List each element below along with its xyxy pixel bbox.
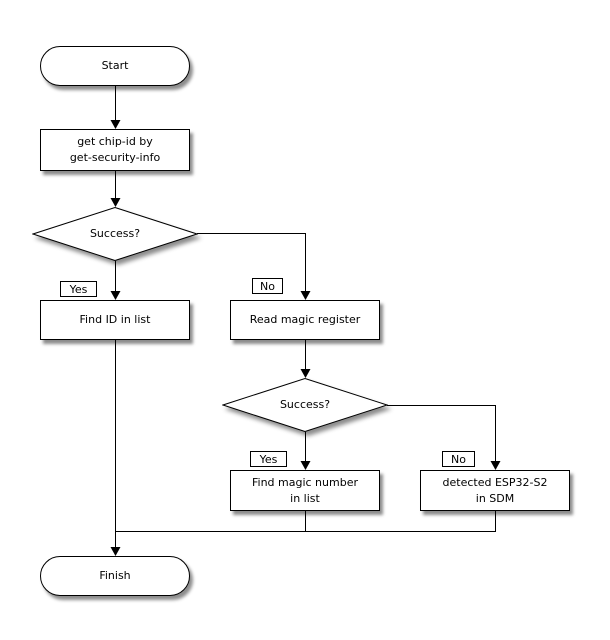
arrowhead-down-icon — [110, 547, 121, 556]
node-start-label: Start — [101, 59, 129, 72]
edge-label-yes-2-text: Yes — [259, 452, 278, 466]
arrowhead-down-icon — [300, 461, 311, 470]
arrowhead-down-icon — [110, 198, 121, 207]
arrowhead-down-icon — [300, 291, 311, 300]
node-find-id: Find ID in list — [40, 300, 190, 340]
node-decision-security: Success? — [32, 207, 198, 261]
node-get-chip-id-line1: get chip-id by — [77, 135, 153, 148]
edge-label-no-2: No — [442, 451, 475, 467]
node-decision-security-label: Success? — [89, 227, 141, 240]
node-get-chip-id-line2: get-security-info — [69, 151, 161, 164]
edge-label-no-1-text: No — [260, 279, 275, 293]
node-find-magic-line1: Find magic number — [251, 475, 358, 489]
node-decision-magic: Success? — [222, 378, 388, 432]
node-read-magic: Read magic register — [230, 300, 380, 340]
arrowhead-down-icon — [110, 291, 121, 300]
node-start: Start — [40, 46, 190, 86]
connector-decision1-yes-to-find-id — [110, 261, 121, 300]
diamond-shape-icon — [32, 207, 198, 261]
node-finish-label: Finish — [99, 569, 131, 582]
node-find-magic: Find magic number in list — [230, 470, 380, 511]
connector-read-magic-to-decision2 — [300, 340, 311, 378]
edge-label-no-1: No — [252, 278, 283, 294]
node-finish: Finish — [40, 556, 190, 596]
edge-label-yes-2: Yes — [250, 451, 287, 467]
arrowhead-down-icon — [110, 120, 121, 129]
diamond-shape-icon — [222, 378, 388, 432]
connector-decision1-no-to-read-magic — [197, 233, 311, 300]
arrowhead-down-icon — [300, 369, 311, 378]
connector-find-id-to-finish — [110, 340, 121, 556]
edge-label-yes-1-text: Yes — [69, 282, 88, 296]
node-detected-sdm-line1: detected ESP32-S2 — [442, 475, 548, 489]
connector-decision2-no-to-detected — [387, 405, 501, 470]
connector-start-to-get-chip-id — [110, 86, 121, 129]
edge-label-no-2-text: No — [451, 452, 466, 466]
edge-label-yes-1: Yes — [60, 281, 97, 297]
connector-decision2-yes-to-find-magic — [300, 432, 311, 470]
node-get-chip-id: get chip-id by get-security-info — [40, 129, 190, 171]
connector-get-chip-id-to-decision1 — [110, 171, 121, 207]
node-read-magic-label: Read magic register — [249, 313, 361, 326]
node-find-id-label: Find ID in list — [79, 313, 151, 326]
node-detected-sdm-line2: in SDM — [475, 491, 515, 505]
arrowhead-down-icon — [490, 461, 501, 470]
node-find-magic-line2: in list — [290, 491, 320, 505]
node-decision-magic-label: Success? — [279, 398, 331, 411]
node-detected-sdm: detected ESP32-S2 in SDM — [420, 470, 570, 511]
